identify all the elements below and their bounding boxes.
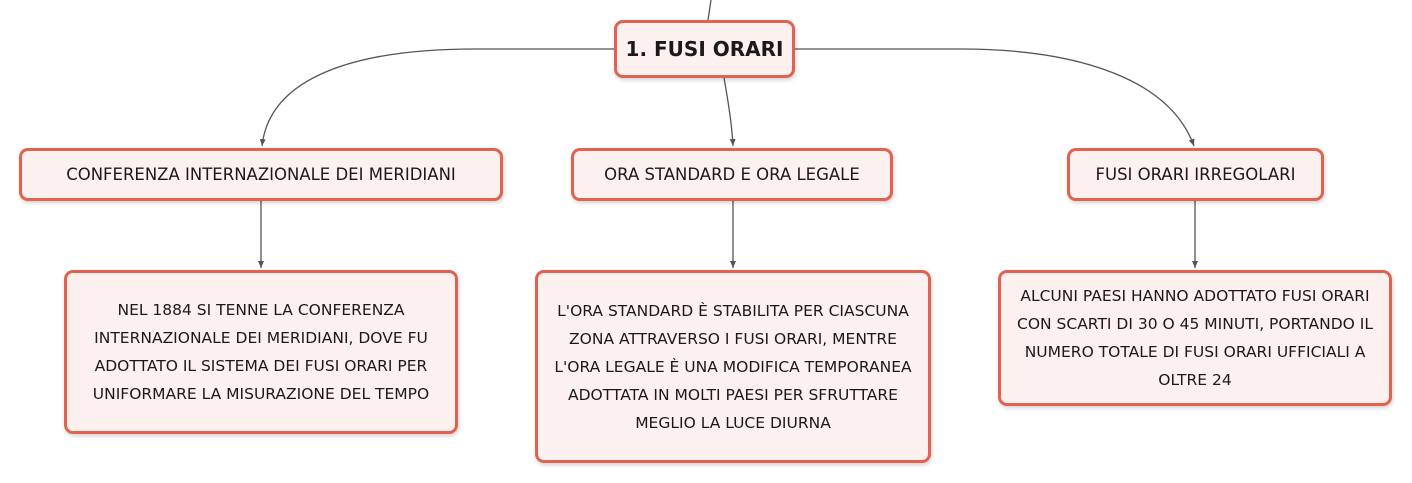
- topic-node-label: CONFERENZA INTERNAZIONALE DEI MERIDIANI: [66, 165, 456, 184]
- topic-node-fusi-irregolari[interactable]: FUSI ORARI IRREGOLARI: [1067, 148, 1324, 201]
- connector-root-to-fusi-irregolari: [795, 48, 1195, 147]
- connector-root-to-ora-standard: [723, 77, 736, 147]
- detail-node-conferenza[interactable]: NEL 1884 SI TENNE LA CONFERENZA INTERNAZ…: [64, 270, 458, 434]
- detail-node-text: NEL 1884 SI TENNE LA CONFERENZA INTERNAZ…: [92, 301, 430, 403]
- topic-node-ora-standard[interactable]: ORA STANDARD E ORA LEGALE: [571, 148, 893, 201]
- detail-node-fusi-irregolari[interactable]: ALCUNI PAESI HANNO ADOTTATO FUSI ORARI C…: [998, 270, 1392, 406]
- connector-root-to-conferenza: [259, 48, 614, 147]
- detail-node-text: ALCUNI PAESI HANNO ADOTTATO FUSI ORARI C…: [1017, 287, 1373, 389]
- topic-node-conferenza[interactable]: CONFERENZA INTERNAZIONALE DEI MERIDIANI: [19, 148, 503, 201]
- root-node[interactable]: 1. FUSI ORARI: [614, 20, 795, 78]
- root-node-label: 1. FUSI ORARI: [625, 37, 784, 61]
- detail-node-text: L'ORA STANDARD È STABILITA PER CIASCUNA …: [554, 301, 912, 432]
- incoming-connector: [707, 0, 712, 21]
- topic-node-label: ORA STANDARD E ORA LEGALE: [604, 165, 860, 184]
- detail-node-ora-standard[interactable]: L'ORA STANDARD È STABILITA PER CIASCUNA …: [535, 270, 931, 463]
- topic-node-label: FUSI ORARI IRREGOLARI: [1095, 165, 1296, 184]
